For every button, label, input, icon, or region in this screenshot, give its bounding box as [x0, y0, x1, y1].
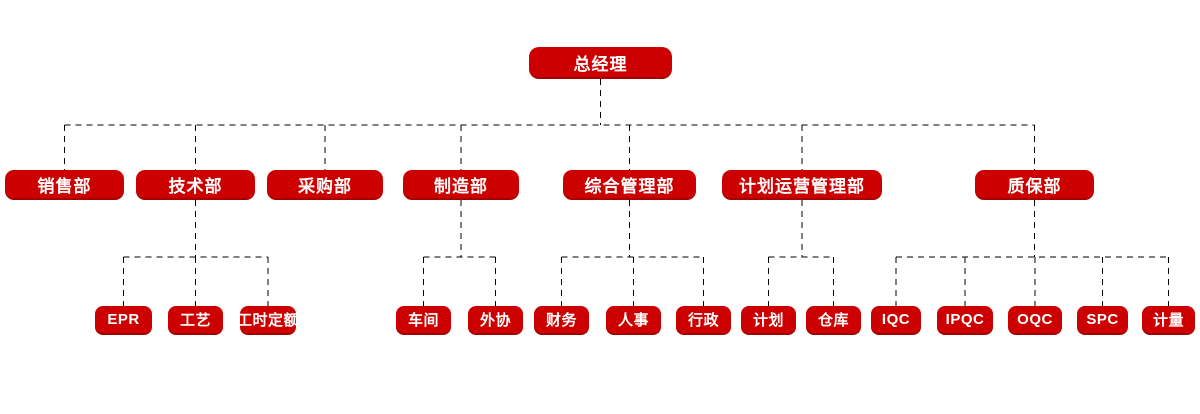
org-node-label: 仓库	[817, 312, 849, 329]
org-node-label: 综合管理部	[584, 176, 675, 196]
org-node-epr[interactable]: EPR	[95, 306, 152, 335]
org-node-label: SPC	[1086, 311, 1119, 328]
org-node-label: 外协	[479, 312, 511, 329]
org-node-label: 财务	[545, 312, 577, 329]
org-node-purchase[interactable]: 采购部	[267, 170, 383, 200]
org-node-hr[interactable]: 人事	[606, 306, 661, 335]
org-node-label: 车间	[407, 312, 439, 329]
org-node-sales[interactable]: 销售部	[5, 170, 124, 200]
org-node-metro[interactable]: 计量	[1142, 306, 1195, 335]
org-node-label: 质保部	[1007, 176, 1062, 196]
org-node-ipqc[interactable]: IPQC	[937, 306, 993, 335]
org-node-label: 总经理	[573, 54, 628, 74]
org-node-spc[interactable]: SPC	[1077, 306, 1128, 335]
org-node-label: 行政	[687, 312, 719, 329]
org-node-label: 人事	[617, 312, 649, 329]
org-node-tech[interactable]: 技术部	[136, 170, 255, 200]
org-node-label: OQC	[1017, 311, 1053, 328]
org-node-finance[interactable]: 财务	[534, 306, 589, 335]
org-node-label: 技术部	[168, 176, 223, 196]
org-node-quota[interactable]: 工时定额	[236, 306, 300, 335]
org-node-mfg[interactable]: 制造部	[403, 170, 519, 200]
org-node-workshop[interactable]: 车间	[396, 306, 451, 335]
org-node-oqc[interactable]: OQC	[1008, 306, 1062, 335]
org-node-wh[interactable]: 仓库	[806, 306, 861, 335]
org-node-label: IQC	[881, 311, 911, 328]
org-node-planning[interactable]: 计划运营管理部	[722, 170, 882, 200]
org-node-quality[interactable]: 质保部	[975, 170, 1094, 200]
org-node-label: 计划运营管理部	[739, 176, 865, 196]
org-node-label: 制造部	[434, 176, 488, 196]
org-node-label: IPQC	[945, 311, 985, 328]
org-node-label: 计划	[752, 312, 784, 329]
org-node-label: 工时定额	[236, 312, 300, 329]
org-node-label: EPR	[107, 311, 140, 328]
org-node-admin[interactable]: 行政	[676, 306, 731, 335]
org-node-label: 销售部	[37, 176, 92, 196]
org-node-outsrc[interactable]: 外协	[468, 306, 523, 335]
org-node-general[interactable]: 综合管理部	[563, 170, 696, 200]
org-node-iqc[interactable]: IQC	[871, 306, 921, 335]
org-node-plan[interactable]: 计划	[741, 306, 796, 335]
org-node-label: 工艺	[179, 312, 211, 329]
org-node-label: 计量	[1152, 312, 1184, 329]
org-node-label: 采购部	[298, 176, 352, 196]
org-node-gm[interactable]: 总经理	[529, 47, 672, 79]
org-node-craft[interactable]: 工艺	[168, 306, 223, 335]
